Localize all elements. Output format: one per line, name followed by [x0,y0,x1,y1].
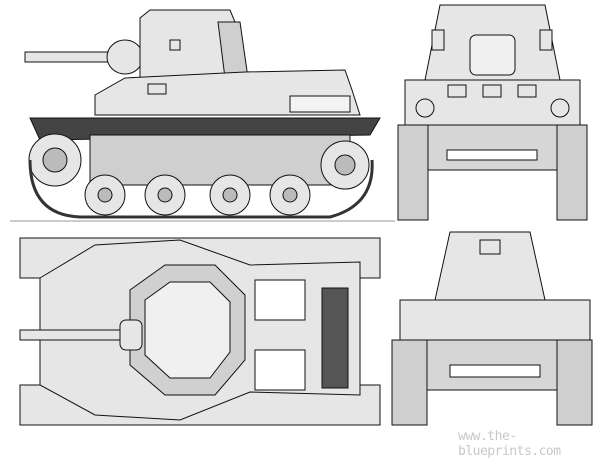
top-view [19,237,381,426]
hull-lower [89,134,351,186]
track [28,159,374,219]
watermark: www.the-blueprints.com [458,429,561,459]
front-view [397,4,588,221]
rear-track-left [391,339,428,426]
rear-view [391,231,593,426]
rear-track-right [556,339,593,426]
front-track-left [397,124,429,221]
engine-grilles [254,279,306,391]
rear-hull [399,299,591,341]
front-track-right [556,124,588,221]
road-wheels [84,174,311,216]
side-view [10,9,395,222]
gun-mantlet [106,39,144,75]
radiator-mesh [321,287,349,389]
front-glacis [419,124,566,171]
top-gun-barrel [19,329,131,341]
